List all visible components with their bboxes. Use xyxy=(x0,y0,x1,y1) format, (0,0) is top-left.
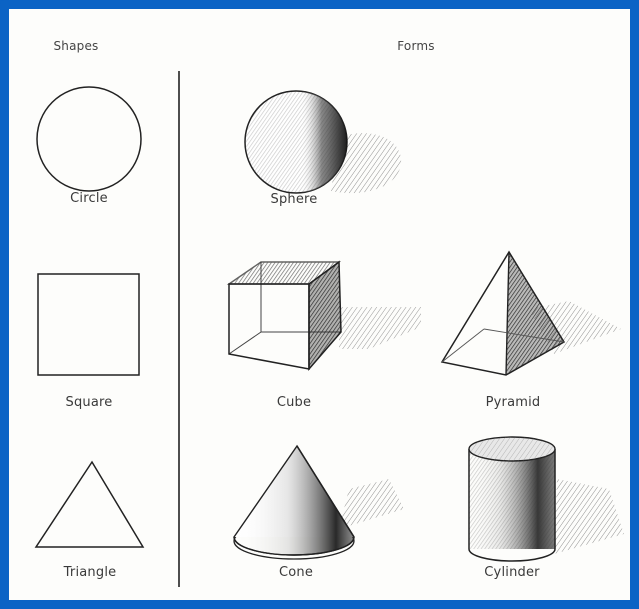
sphere-label: Sphere xyxy=(271,192,318,207)
pyramid-icon xyxy=(442,252,621,375)
cube-label: Cube xyxy=(277,395,311,410)
square-icon xyxy=(38,274,139,375)
cube-icon xyxy=(229,262,421,369)
triangle-label: Triangle xyxy=(64,565,117,580)
diagram-paper: Shapes Forms Circle Square Triangle Sphe… xyxy=(9,9,630,600)
shapes-header: Shapes xyxy=(53,39,98,53)
square-label: Square xyxy=(66,395,113,410)
circle-icon xyxy=(37,87,141,191)
triangle-icon xyxy=(36,462,143,547)
cylinder-icon xyxy=(469,437,624,561)
cone-icon xyxy=(234,446,404,559)
circle-label: Circle xyxy=(70,191,108,206)
cylinder-label: Cylinder xyxy=(484,565,539,580)
sphere-icon xyxy=(245,91,401,193)
pyramid-label: Pyramid xyxy=(486,395,541,410)
forms-header: Forms xyxy=(397,39,434,53)
shapes-forms-drawing xyxy=(9,9,630,600)
cone-label: Cone xyxy=(279,565,313,580)
